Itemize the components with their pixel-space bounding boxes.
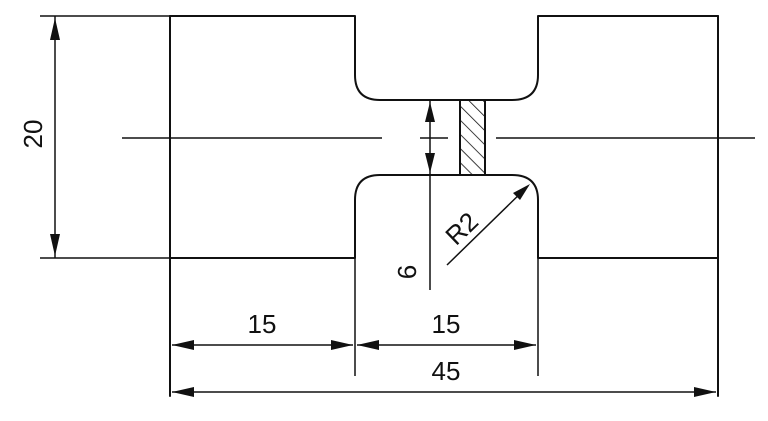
- radius-dimension: R2: [439, 184, 530, 266]
- part-outline: [169, 15, 719, 397]
- height-dimension: 20: [18, 15, 170, 259]
- radius-label: R2: [439, 206, 484, 251]
- outline-top: [169, 15, 719, 101]
- hatched-section: [459, 99, 486, 176]
- height-label: 20: [18, 120, 48, 149]
- left-width-label: 15: [248, 309, 277, 339]
- center-width-label: 15: [432, 309, 461, 339]
- neck-gap-label: 6: [392, 265, 422, 279]
- width-dimensions: 15 15 45: [172, 258, 716, 397]
- outline-bottom: [169, 174, 719, 259]
- neck-gap-dimension: 6: [392, 100, 435, 290]
- total-width-label: 45: [432, 356, 461, 386]
